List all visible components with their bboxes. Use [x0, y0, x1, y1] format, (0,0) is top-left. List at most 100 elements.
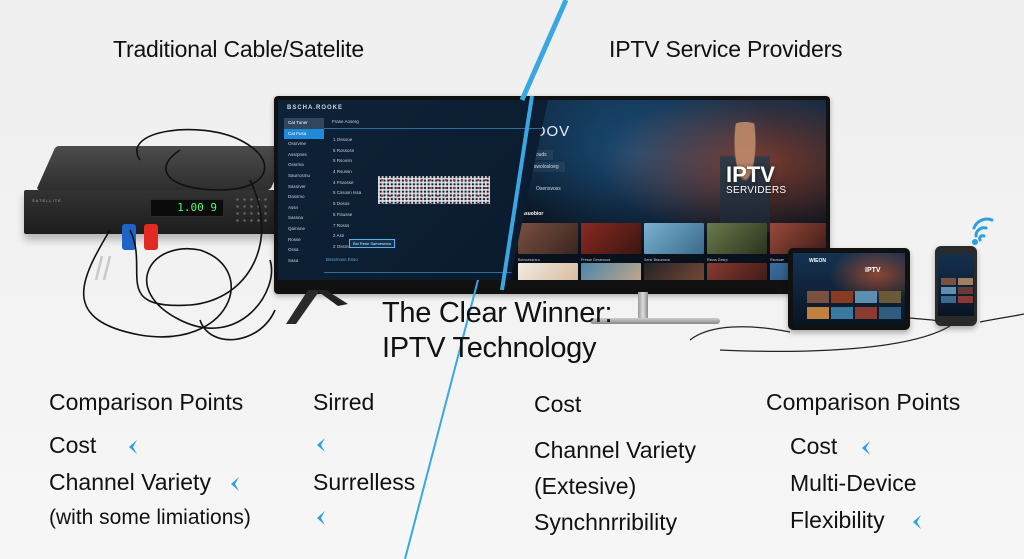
legacy-sidebar-item[interactable]: Sassrver: [288, 183, 306, 189]
channel-item[interactable]: 4 Rsussn: [333, 169, 352, 175]
legacy-sidebar-item[interactable]: Qamsne: [288, 225, 306, 231]
thumbnail[interactable]: Sersr Bssurosra: [644, 223, 704, 262]
legacy-sidebar-item[interactable]: Rosse: [288, 236, 301, 242]
channel-item[interactable]: 5 Dosos: [333, 201, 350, 207]
channel-item[interactable]: 1 Ossooe: [333, 137, 353, 142]
thumbnail[interactable]: Presse Gerarwscs: [581, 223, 641, 262]
thumbnail[interactable]: [707, 263, 767, 280]
chevron-left-icon: [909, 514, 923, 530]
legacy-sidebar: Cat Tuner Cat Fusa Ossrvme Assrpnes Ossr…: [284, 118, 324, 266]
legacy-sidebar-selected[interactable]: Cat Fusa: [284, 128, 324, 140]
iptv-hero-title: IPTV SERVIDERS: [726, 164, 786, 196]
left-comparison-header: Comparison Points: [49, 389, 244, 415]
legacy-sidebar-item[interactable]: Sasa: [288, 257, 299, 263]
legacy-channel-list: 1 Ossooe 5 Rossosn 5 Rsoosn 4 Rsussn 4 F…: [333, 135, 361, 253]
phone-device: [935, 246, 977, 326]
tv-screen: BSCHA.ROOKE Cat Tuner Cat Fusa Ossrvme A…: [278, 100, 826, 280]
chevron-left-icon: [125, 439, 139, 455]
hero-title: IPTV: [726, 162, 775, 187]
legacy-sidebar-item[interactable]: Assn: [288, 204, 299, 210]
channel-item[interactable]: 2 Asn: [333, 233, 345, 239]
iptv-menu-item[interactable]: Osensvoss: [536, 186, 561, 192]
channel-item[interactable]: 4 Fsvosse: [333, 179, 354, 185]
thumbnail[interactable]: [581, 263, 641, 280]
tablet-screen: WIEON IPTV: [793, 253, 905, 325]
thumbnail[interactable]: [644, 263, 704, 280]
right-col1-item: Synchnrribility: [534, 509, 678, 535]
cable-box-brand: SATELLITE: [32, 198, 62, 203]
thumbnail[interactable]: Rsvss Gesrp: [707, 223, 767, 262]
left-col2-header: Sirred: [313, 389, 375, 415]
cables-illustration: [82, 128, 276, 341]
thumbnail[interactable]: Bshssessrsra: [518, 223, 578, 262]
item-label: Channel Variety: [49, 469, 211, 495]
right-col2-item: Cost: [790, 435, 872, 458]
thumbnail-label: Bshssessrsra: [518, 258, 540, 262]
winner-line-2: IPTV Technology: [382, 332, 597, 364]
chevron-left-icon: [227, 476, 241, 492]
item-label: Flexibility: [790, 507, 885, 533]
legacy-sidebar-item[interactable]: Ossa: [288, 247, 299, 253]
legacy-sidebar-item[interactable]: Sassna: [288, 215, 304, 221]
red-plug: [144, 224, 158, 250]
right-col1-item: (Extesive): [534, 473, 637, 499]
thumbnail-label: Rsvss Gesrp: [707, 258, 728, 262]
chevron-left-icon: [313, 510, 327, 526]
right-col1-item: Channel Variety: [534, 437, 696, 463]
right-col2-header: Comparison Points: [766, 389, 961, 415]
tablet-hero: IPTV: [865, 267, 881, 274]
iptv-interface: ROOV Bsbuds Oswolosloeg Osensvoss IPTV S…: [510, 100, 826, 280]
chevron-left-icon: [313, 437, 327, 453]
iptv-menu-item[interactable]: Bsbuds: [524, 150, 553, 160]
title-iptv: IPTV Service Providers: [609, 36, 843, 62]
item-label: Cost: [790, 433, 838, 459]
legacy-sidebar-header[interactable]: Cat Tuner: [284, 118, 324, 129]
left-comparison-item: Cost: [49, 434, 139, 457]
left-comparison-item: Channel Variety: [49, 471, 241, 494]
thumbnail-row: [518, 263, 826, 280]
tv-stand-left: [286, 290, 348, 324]
channel-item[interactable]: 7 Rosss: [333, 222, 350, 228]
monitor-stand-base: [590, 318, 720, 324]
legacy-brand: BSCHA.ROOKE: [287, 105, 344, 111]
channel-item[interactable]: 2 Ossmsse: [333, 243, 356, 249]
legacy-tooltip: Bst Rese Samresnea: [349, 239, 395, 248]
right-col2-item: Flexibility: [790, 509, 923, 532]
legacy-schedule-grid: [378, 176, 490, 204]
thumbnail-label: Sersr Bssurosra: [644, 258, 670, 262]
left-col2-item: Surrelless: [313, 469, 416, 495]
phone-thumbnails: [941, 278, 973, 303]
legacy-sidebar-item[interactable]: Saurrosmu: [288, 172, 311, 178]
channel-item[interactable]: 5 Cssosn Issa: [333, 190, 362, 196]
wifi-icon: [972, 217, 994, 245]
right-col2-item: Multi-Device: [790, 470, 917, 496]
winner-line-1: The Clear Winner:: [382, 297, 613, 329]
tablet-logo: WIEON: [809, 258, 826, 264]
phone-screen: [938, 254, 974, 316]
tablet-device: WIEON IPTV: [788, 248, 910, 330]
legacy-sidebar-item[interactable]: Ossrvme: [288, 141, 306, 147]
legacy-footer: Bsssmoss Esso: [326, 257, 358, 262]
channel-item[interactable]: 5 Rsoosn: [333, 158, 353, 164]
thumbnail-row: Bshssessrsra Presse Gerarwscs Sersr Bssu…: [518, 223, 826, 262]
monitor-stand-post: [638, 292, 648, 318]
hero-subtitle: SERVIDERS: [726, 185, 787, 196]
legacy-sidebar-item[interactable]: Dassmo: [288, 194, 305, 200]
legacy-panel-title: Frase Aoserg: [332, 119, 359, 124]
legacy-sidebar-item[interactable]: Ossrma: [288, 162, 304, 168]
title-traditional: Traditional Cable/Satelite: [113, 36, 364, 62]
tablet-thumbnail-row: [807, 307, 901, 319]
channel-item[interactable]: 5 Rossosn: [333, 147, 355, 153]
device-cables: [690, 313, 1024, 352]
thumbnail-label: Rsussae: [770, 258, 784, 262]
channel-item[interactable]: 5 Fisusse: [333, 211, 353, 217]
left-comparison-note: (with some limiations): [49, 506, 251, 529]
iptv-menu-item[interactable]: Oswolosloeg: [524, 162, 565, 172]
tablet-thumbnail-row: [807, 291, 901, 303]
chevron-left-icon: [858, 440, 872, 456]
cable-box-image: SATELLITE 1.00 9: [24, 146, 290, 250]
hero-image: [720, 122, 770, 232]
legacy-sidebar-item[interactable]: Assrpnes: [288, 151, 307, 157]
thumbnail[interactable]: [518, 263, 578, 280]
cable-box-display: 1.00 9: [150, 199, 224, 217]
